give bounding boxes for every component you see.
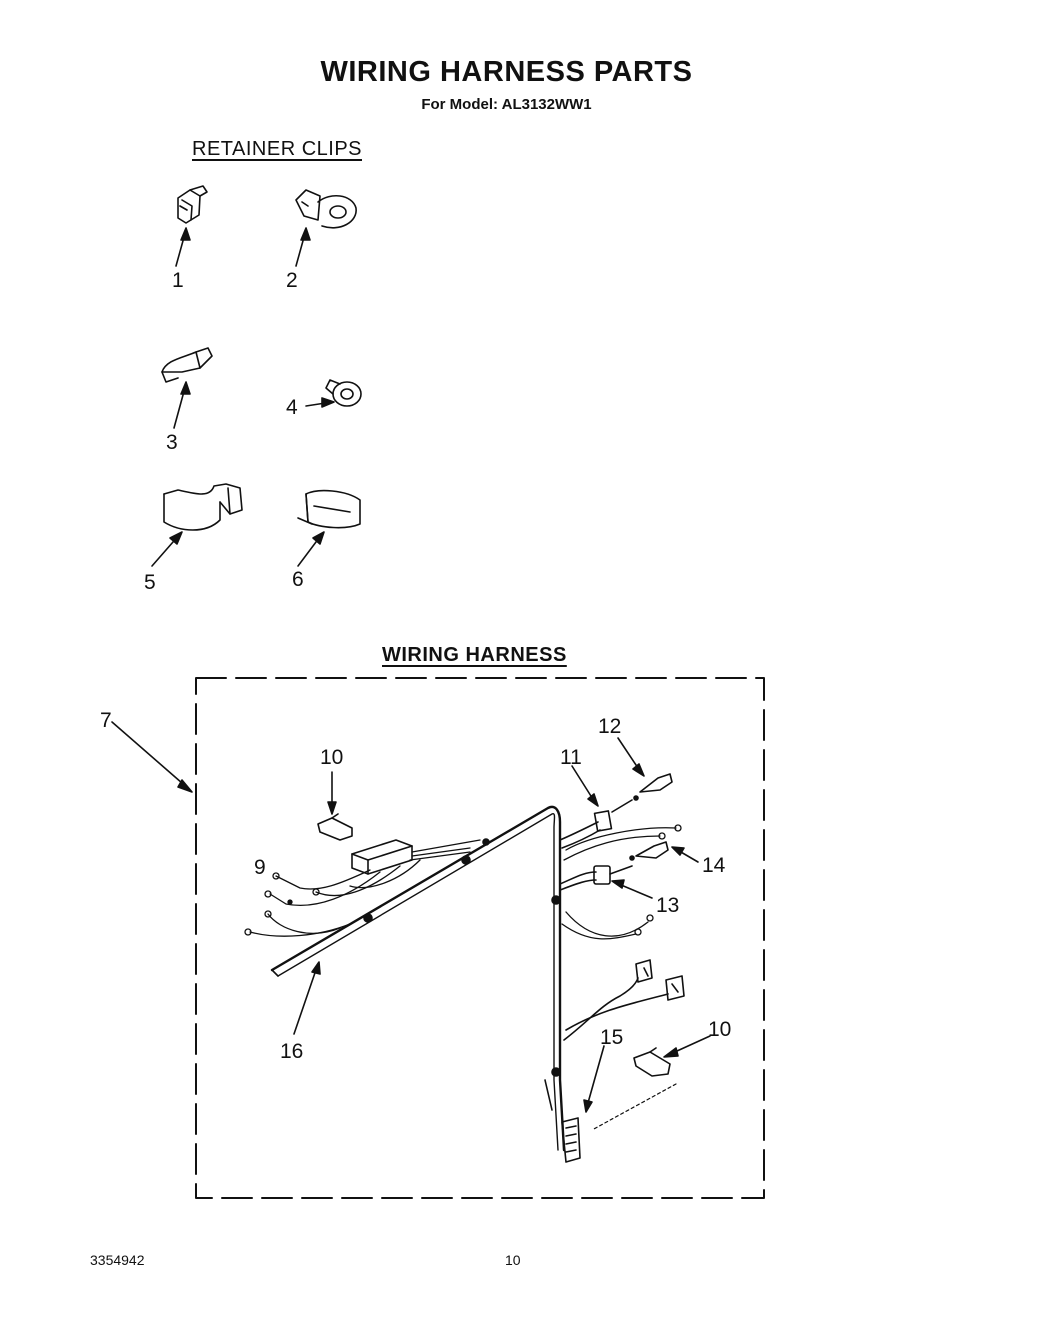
terminal-10-lower: [633, 1047, 671, 1077]
retainer-clip-2: [295, 189, 357, 229]
callout-10-upper: 10: [320, 746, 343, 769]
document-number: 3354942: [90, 1252, 145, 1268]
connector-15: [561, 1117, 581, 1163]
callout-3: 3: [166, 431, 178, 454]
callout-11: 11: [560, 746, 582, 769]
callout-9: 9: [254, 856, 266, 879]
callout-14: 14: [702, 854, 726, 877]
page-number: 10: [505, 1252, 521, 1268]
connector-9: [351, 839, 413, 875]
callout-2: 2: [286, 269, 298, 292]
callout-16: 16: [280, 1040, 303, 1063]
connector-13: [559, 865, 633, 891]
callout-5: 5: [144, 571, 156, 594]
model-subtitle: For Model: AL3132WW1: [421, 96, 592, 113]
harness-left-wires: [244, 839, 481, 937]
callout-13: 13: [656, 894, 679, 917]
callout-10-lower: 10: [708, 1018, 731, 1041]
harness-trunk: [270, 805, 566, 1152]
retainer-clip-4: [325, 379, 362, 407]
terminal-10-upper: [317, 813, 353, 841]
callout-15: 15: [600, 1026, 623, 1049]
callout-4: 4: [286, 396, 298, 419]
callout-12: 12: [598, 715, 621, 738]
retainer-clip-5: [163, 483, 243, 531]
lower-right-connectors: [563, 959, 685, 1041]
retainer-clip-6: [297, 489, 361, 529]
terminal-14: [629, 841, 669, 861]
page-title: WIRING HARNESS PARTS: [320, 56, 693, 88]
retainer-clips-heading: RETAINER CLIPS: [192, 138, 362, 160]
callout-7: 7: [100, 709, 112, 732]
callout-1: 1: [172, 269, 184, 292]
harness-right-wires: [561, 824, 682, 940]
connector-11: [559, 810, 613, 849]
wiring-harness-heading: WIRING HARNESS: [382, 644, 567, 666]
terminal-12: [611, 773, 673, 813]
retainer-clip-1: [177, 185, 208, 224]
callout-6: 6: [292, 568, 304, 591]
retainer-clip-3: [161, 347, 213, 383]
